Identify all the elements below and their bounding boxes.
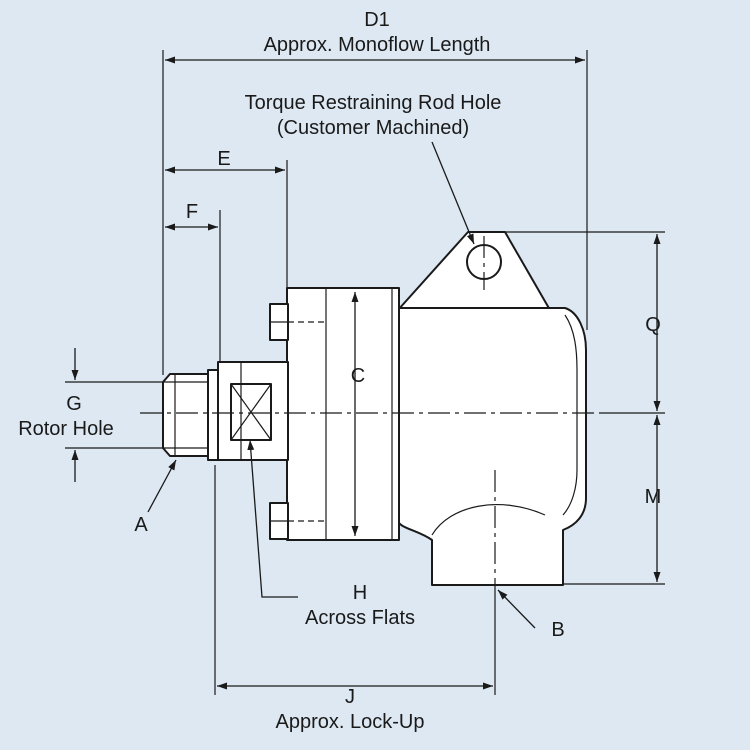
- label-f: F: [186, 201, 198, 223]
- label-g: G: [66, 393, 82, 415]
- mounting-flange: [286, 287, 400, 541]
- label-d1-desc: Approx. Monoflow Length: [264, 34, 491, 56]
- label-torque-line1: Torque Restraining Rod Hole: [245, 92, 502, 114]
- leader-h: [247, 439, 298, 598]
- label-a: A: [134, 514, 148, 536]
- label-j-desc: Approx. Lock-Up: [276, 711, 425, 733]
- label-h: H: [353, 582, 367, 604]
- rotor-nipple: [162, 369, 219, 461]
- housing-body: [397, 231, 587, 586]
- label-c: C: [351, 365, 365, 387]
- label-m: M: [645, 486, 662, 508]
- label-e: E: [217, 148, 230, 170]
- hex-section: [217, 361, 289, 461]
- leader-a: [147, 459, 177, 513]
- leader-b: [497, 589, 536, 629]
- label-q: Q: [645, 314, 661, 336]
- leader-torque: [431, 141, 475, 245]
- label-d1: D1: [364, 9, 390, 31]
- label-h-desc: Across Flats: [305, 607, 415, 629]
- label-j: J: [345, 686, 355, 708]
- label-rotor-hole: Rotor Hole: [18, 418, 114, 440]
- label-torque-line2: (Customer Machined): [277, 117, 469, 139]
- label-b: B: [551, 619, 564, 641]
